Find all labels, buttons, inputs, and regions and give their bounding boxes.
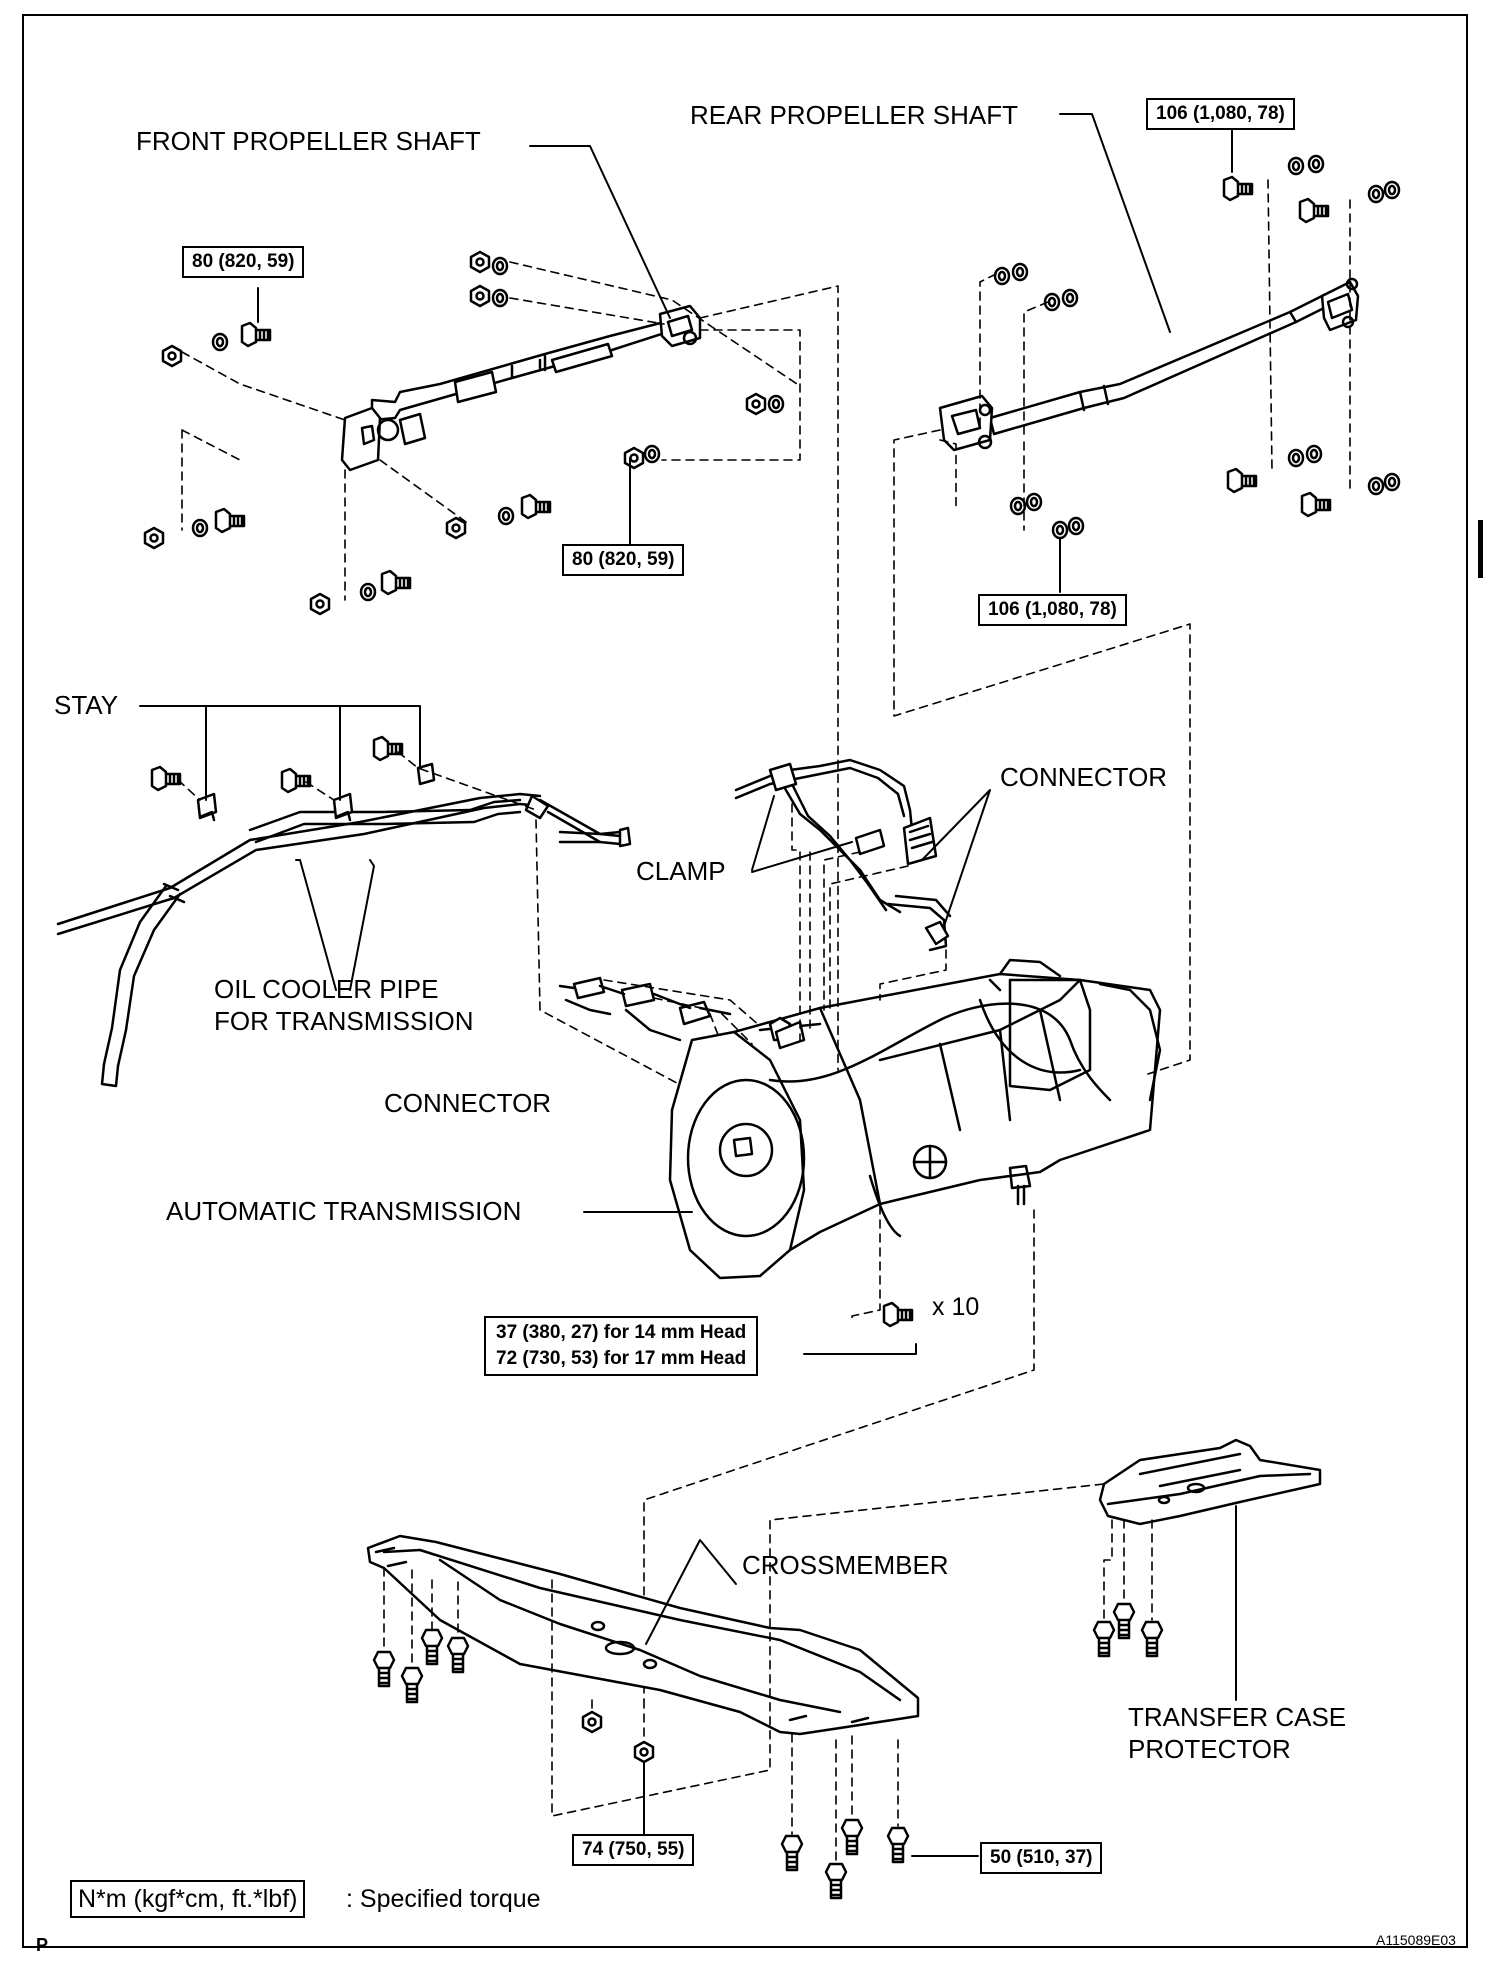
oil-cooler-pipe-label: OIL COOLER PIPE — [214, 974, 439, 1004]
legend-description: : Specified torque — [346, 1885, 541, 1913]
stay-label: STAY — [54, 690, 119, 720]
front-propeller-shaft-drawing — [340, 304, 702, 472]
torque-front-lower: 80 (820, 59) — [562, 544, 685, 576]
connector-lower-label: CONNECTOR — [384, 1088, 552, 1118]
transfer-case-protector-label-2: PROTECTOR — [1128, 1734, 1291, 1764]
crossmember-drawing — [366, 1534, 920, 1736]
oil-cooler-pipe-label-2: FOR TRANSMISSION — [214, 1006, 474, 1036]
crossmember-label: CROSSMEMBER — [742, 1550, 949, 1580]
page-frame — [22, 14, 1468, 1948]
transfer-case-protector-label: TRANSFER CASE — [1128, 1702, 1347, 1732]
connector-upper-label: CONNECTOR — [1000, 762, 1168, 792]
transmission-guide-lines — [603, 979, 1035, 1701]
front-propeller-shaft-label: FRONT PROPELLER SHAFT — [136, 126, 481, 156]
transmission-connectors — [558, 976, 806, 1050]
bolt-count-label: x 10 — [932, 1293, 980, 1321]
stay-guide-lines — [177, 751, 691, 1091]
rear-shaft-hardware — [993, 154, 1401, 540]
torque-rear-upper: 106 (1,080, 78) — [1146, 98, 1295, 130]
figure-id: A115089E03 — [1376, 1932, 1456, 1948]
oil-cooler-pipes — [56, 792, 632, 1088]
harness-guide-lines — [791, 803, 947, 1041]
protector-guide-lines — [1103, 1519, 1153, 1621]
torque-front-upper: 80 (820, 59) — [182, 246, 305, 278]
automatic-transmission-label: AUTOMATIC TRANSMISSION — [166, 1196, 522, 1226]
stay-brackets — [150, 735, 436, 822]
transmission-bolt — [882, 1301, 914, 1328]
transfer-case-protector-drawing — [1098, 1438, 1322, 1526]
torque-transmission-line1: 37 (380, 27) for 14 mm Head — [496, 1322, 747, 1343]
torque-rear-lower: 106 (1,080, 78) — [978, 594, 1127, 626]
clamp-label: CLAMP — [636, 856, 726, 886]
transmission-body-drawing — [668, 958, 1162, 1280]
rear-propeller-shaft-drawing — [938, 277, 1360, 452]
front-shaft-guide-lines — [181, 261, 839, 1071]
torque-transmission-line2: 72 (730, 53) for 17 mm Head — [496, 1348, 747, 1369]
revision-bar — [1478, 520, 1483, 578]
rear-propeller-shaft-label: REAR PROPELLER SHAFT — [690, 100, 1018, 130]
torque-transmission: 37 (380, 27) for 14 mm Head 72 (730, 53)… — [484, 1316, 759, 1376]
wire-harness — [734, 758, 952, 952]
crossmember-guide-lines — [383, 1483, 1105, 1863]
torque-protector: 50 (510, 37) — [980, 1842, 1103, 1874]
torque-crossmember: 74 (750, 55) — [572, 1834, 695, 1866]
footer-mark: P — [36, 1935, 49, 1955]
legend-unit-box: N*m (kgf*cm, ft.*lbf) — [70, 1880, 306, 1918]
rear-shaft-guide-lines — [893, 179, 1351, 1075]
